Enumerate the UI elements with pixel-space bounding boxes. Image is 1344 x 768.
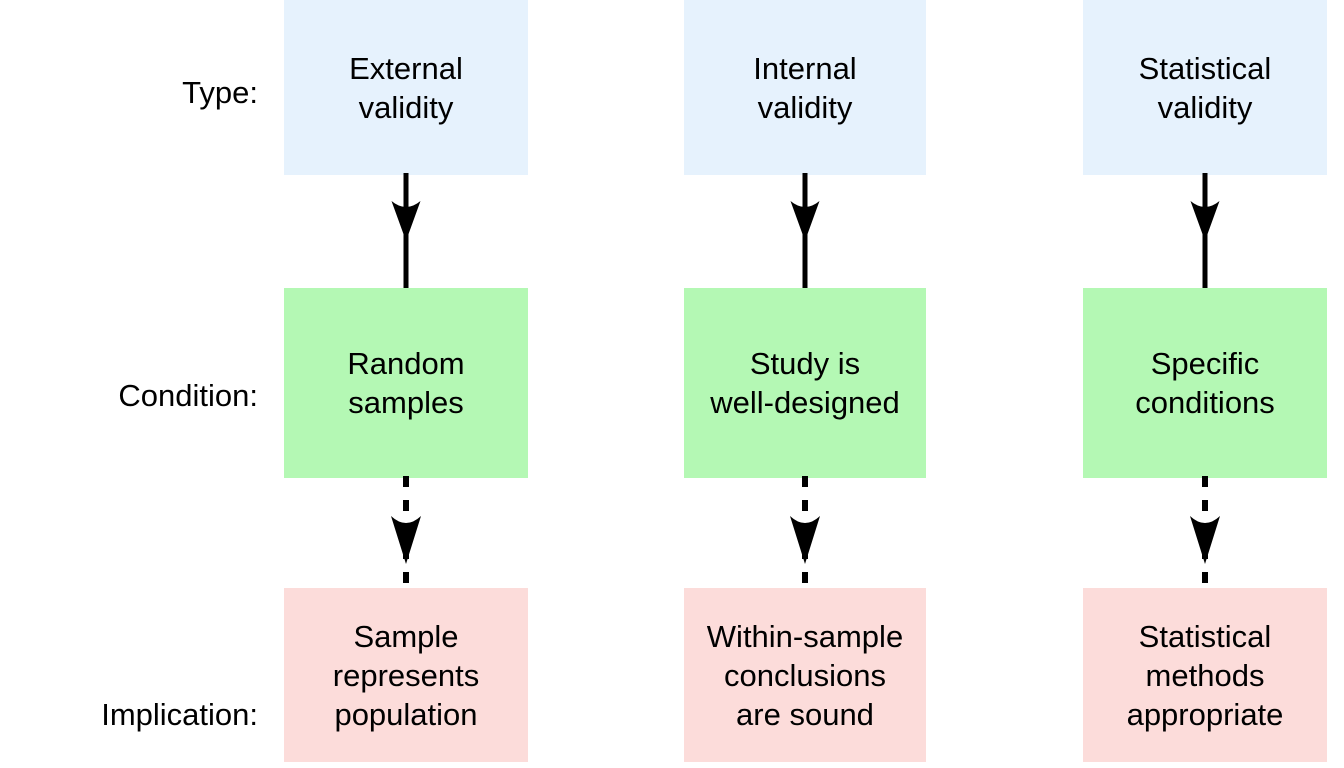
arrow-dashed-internal-condition-to-implication [783,476,827,590]
node-condition-statistical[interactable]: Specific conditions [1083,288,1327,478]
node-implication-internal[interactable]: Within-sample conclusions are sound [684,588,926,762]
node-condition-external[interactable]: Random samples [284,288,528,478]
node-implication-internal-label: Within-sample conclusions are sound [706,618,904,732]
node-implication-statistical-label: Statistical methods appropriate [1126,618,1284,732]
node-condition-internal-label: Study is well-designed [710,346,900,420]
node-implication-statistical[interactable]: Statistical methods appropriate [1083,588,1327,762]
row-label-implication: Implication: [101,697,258,732]
node-type-statistical-label: Statistical validity [1138,50,1272,125]
arrow-dashed-statistical-condition-to-implication [1183,476,1227,590]
node-type-internal[interactable]: Internal validity [684,0,926,175]
node-condition-statistical-label: Specific conditions [1135,346,1275,420]
node-condition-external-label: Random samples [347,346,465,420]
arrow-solid-internal-type-to-condition [783,173,827,291]
node-implication-external-label: Sample represents population [332,618,480,732]
arrow-solid-external-type-to-condition [384,173,428,291]
row-label-type: Type: [182,75,258,110]
arrow-dashed-external-condition-to-implication [384,476,428,590]
node-type-internal-label: Internal validity [753,50,857,125]
node-implication-external[interactable]: Sample represents population [284,588,528,762]
node-type-statistical[interactable]: Statistical validity [1083,0,1327,175]
row-label-condition: Condition: [118,378,258,413]
node-condition-internal[interactable]: Study is well-designed [684,288,926,478]
node-type-external-label: External validity [349,50,463,125]
arrow-solid-statistical-type-to-condition [1183,173,1227,291]
node-type-external[interactable]: External validity [284,0,528,175]
